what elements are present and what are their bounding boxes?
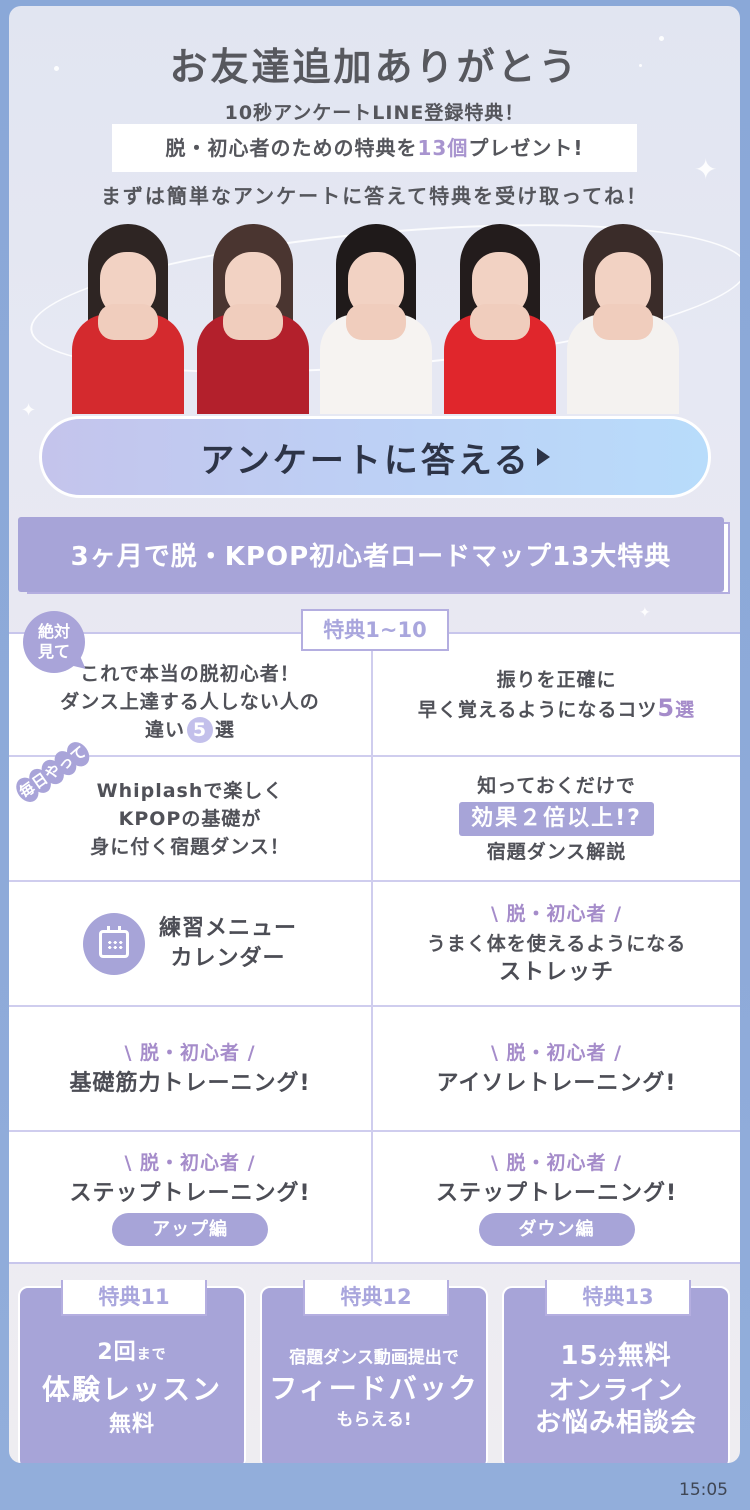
perk-2-cell[interactable]: 振りを正確に 早く覚えるようになるコツ5選: [373, 634, 740, 757]
number-circle: 5: [187, 716, 213, 743]
effect-badge: 効果２倍以上!?: [459, 801, 654, 836]
perk-1-tail-suffix: 選: [215, 718, 236, 741]
perk-11-free: 無料: [108, 1412, 155, 1437]
hero-lead-text: まずは簡単なアンケートに答えて特典を受け取ってね！: [100, 184, 649, 208]
perk-11-line1: 2回まで: [97, 1337, 166, 1371]
play-arrow-icon: [536, 448, 550, 466]
perk-12-line1: 宿題ダンス動画提出で: [289, 1348, 459, 1368]
perk-1-line: これで本当の脱初心者！: [80, 662, 300, 685]
step-down-pill: ダウン編: [478, 1212, 635, 1246]
bubble-line: 絶対: [37, 622, 70, 641]
perk-13-minutes: 15: [560, 1340, 599, 1371]
perk-7-title: 基礎筋力トレーニング!: [69, 1070, 311, 1096]
beginner-tag: \ 脱・初心者 /: [124, 1041, 256, 1064]
perk-12-line3: もらえる!: [336, 1410, 412, 1430]
step-up-pill: アップ編: [112, 1212, 268, 1246]
perk-4-bottom: 宿題ダンス解説: [486, 840, 627, 863]
perk-3-line: 身に付く宿題ダンス！: [90, 835, 290, 858]
perk-13-unit: 分: [598, 1347, 618, 1369]
perk-3-line: KPOPの基礎が: [118, 807, 262, 830]
dancer-1: [64, 224, 192, 414]
perk-5-cell[interactable]: 練習メニュー カレンダー: [9, 882, 373, 1007]
perk-11-label: 特典11: [61, 1280, 207, 1316]
beginner-tag: \ 脱・初心者 /: [490, 902, 623, 925]
perk-1-line: ダンス上達する人しない人の: [60, 690, 320, 713]
calendar-icon: [82, 912, 145, 975]
perk-1-tail-prefix: 違い: [144, 718, 185, 741]
perk-12-label: 特典12: [303, 1280, 449, 1316]
hero-title: お友達追加ありがとう: [169, 45, 580, 89]
perk-2-line: 振りを正確に: [496, 668, 617, 691]
dancer-2: [189, 224, 317, 414]
dancer-5: [559, 224, 687, 414]
perk-13-card[interactable]: 特典13 15分無料 オンライン お悩み相談会: [502, 1280, 730, 1463]
present-count: 13個: [417, 136, 469, 160]
perk-10-title: ステップトレーニング!: [435, 1180, 678, 1206]
perk-11-until: まで: [136, 1347, 167, 1363]
perk-2-line-prefix: 早く覚えるようになるコツ: [417, 698, 658, 721]
perk-13-online: オンライン: [548, 1375, 684, 1406]
perk-11-title: 体験レッスン: [41, 1373, 222, 1406]
present-banner: 脱・初心者のための特典を13個プレゼント!: [112, 124, 637, 172]
dancer-3: [312, 224, 440, 414]
rich-message-card[interactable]: ✦ ✦ ✦ お友達追加ありがとう 10秒アンケートLINE登録特典！ 脱・初心者…: [9, 6, 740, 1463]
present-prefix: 脱・初心者のための特典を: [165, 136, 418, 160]
dancer-4: [436, 224, 564, 414]
message-timestamp: 15:05: [679, 1480, 728, 1500]
sparkle-star-icon: ✦: [21, 400, 37, 421]
perk-12-title: フィードバック: [269, 1372, 479, 1405]
bubble-line: 見て: [37, 642, 70, 661]
perk-10-cell[interactable]: \ 脱・初心者 / ステップトレーニング! ダウン編: [373, 1132, 740, 1262]
perk-6-title: ストレッチ: [498, 959, 614, 985]
perk-2-number: 5: [657, 693, 676, 722]
perk-8-title: アイソレトレーニング!: [436, 1070, 677, 1096]
roadmap-banner: 3ヶ月で脱・KPOP初心者ロードマップ13大特典: [18, 517, 724, 592]
perk-13-line1: 15分無料: [560, 1340, 671, 1375]
beginner-tag: \ 脱・初心者 /: [490, 1041, 623, 1064]
perk-5-line: カレンダー: [170, 945, 286, 971]
perk-8-cell[interactable]: \ 脱・初心者 / アイソレトレーニング!: [373, 1007, 740, 1132]
perk-3-cell[interactable]: Whiplashで楽しく KPOPの基礎が 身に付く宿題ダンス！: [9, 757, 373, 882]
sparkle-star-icon: ✦: [639, 605, 651, 621]
perk-13-free: 無料: [617, 1340, 672, 1371]
answer-survey-button[interactable]: アンケートに答える: [39, 416, 711, 498]
sparkle-dot: [54, 66, 59, 71]
perk-4-top: 知っておくだけで: [477, 774, 636, 797]
perk-6-line: うまく体を使えるようになる: [426, 932, 687, 955]
perk-4-cell[interactable]: 知っておくだけで 効果２倍以上!? 宿題ダンス解説: [373, 757, 740, 882]
sparkle-dot: [659, 36, 664, 41]
perk-9-title: ステップトレーニング!: [69, 1180, 311, 1206]
perk-7-cell[interactable]: \ 脱・初心者 / 基礎筋力トレーニング!: [9, 1007, 373, 1132]
roadmap-title: 3ヶ月で脱・KPOP初心者ロードマップ13大特典: [70, 542, 672, 572]
answer-survey-label: アンケートに答える: [200, 440, 531, 481]
sparkle-dot: [639, 64, 642, 67]
perk-6-cell[interactable]: \ 脱・初心者 / うまく体を使えるようになる ストレッチ: [373, 882, 740, 1007]
perk-11-card[interactable]: 特典11 2回まで 体験レッスン 無料: [18, 1280, 246, 1463]
perk-13-title: お悩み相談会: [534, 1407, 697, 1438]
present-suffix: プレゼント!: [468, 136, 584, 160]
perks-1-10-label: 特典1~10: [301, 609, 449, 651]
beginner-tag: \ 脱・初心者 /: [124, 1151, 256, 1174]
perk-13-label: 特典13: [545, 1280, 691, 1316]
must-see-bubble: 絶対見て: [23, 611, 85, 673]
group-photo: [64, 216, 684, 414]
perk-3-line: Whiplashで楽しく: [96, 779, 284, 802]
perk-2-line: 早く覚えるようになるコツ5選: [418, 694, 695, 724]
hero-subtitle: 10秒アンケートLINE登録特典！: [224, 102, 525, 124]
perks-11-13-row: 特典11 2回まで 体験レッスン 無料 特典12 宿題ダンス動画提出で フィード…: [9, 1274, 740, 1463]
perk-2-suffix: 選: [675, 698, 696, 721]
perk-11-count: 2回: [97, 1340, 137, 1365]
beginner-tag: \ 脱・初心者 /: [490, 1151, 623, 1174]
sparkle-star-icon: ✦: [694, 153, 718, 186]
perk-12-card[interactable]: 特典12 宿題ダンス動画提出で フィードバック もらえる!: [260, 1280, 488, 1463]
perk-9-cell[interactable]: \ 脱・初心者 / ステップトレーニング! アップ編: [9, 1132, 373, 1262]
perk-5-line: 練習メニュー: [158, 915, 297, 941]
